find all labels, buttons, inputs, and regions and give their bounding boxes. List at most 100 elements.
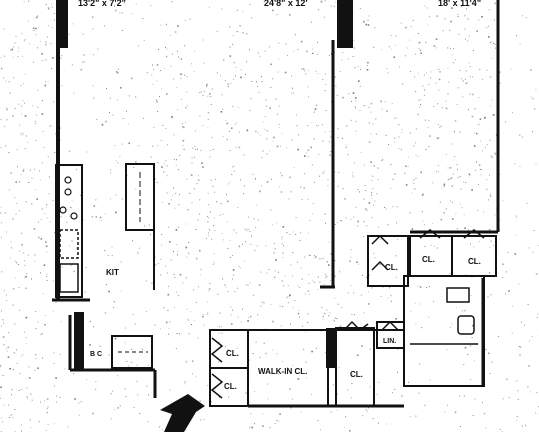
noise-speck: [125, 396, 127, 397]
noise-speck: [287, 55, 288, 57]
noise-speck: [520, 321, 522, 323]
noise-speck: [52, 200, 54, 202]
noise-speck: [116, 71, 118, 73]
noise-speck: [180, 59, 182, 61]
noise-speck: [350, 284, 352, 286]
noise-speck: [362, 236, 364, 238]
noise-speck: [41, 53, 43, 55]
noise-speck: [365, 23, 368, 26]
noise-speck: [1, 271, 3, 273]
noise-speck: [8, 404, 9, 406]
noise-speck: [441, 187, 443, 189]
noise-speck: [189, 18, 191, 20]
noise-speck: [115, 160, 117, 162]
noise-speck: [6, 294, 7, 296]
noise-speck: [468, 229, 469, 231]
noise-speck: [355, 121, 357, 122]
noise-speck: [372, 175, 374, 177]
noise-speck: [48, 176, 50, 178]
noise-speck: [80, 194, 82, 196]
noise-speck: [249, 401, 251, 403]
noise-speck: [526, 202, 528, 204]
noise-speck: [409, 416, 411, 418]
noise-speck: [367, 24, 370, 26]
noise-speck: [255, 227, 257, 228]
noise-speck: [157, 144, 159, 146]
noise-speck: [329, 154, 331, 156]
noise-speck: [195, 149, 196, 150]
noise-speck: [39, 179, 41, 181]
noise-speck: [227, 349, 229, 351]
noise-speck: [19, 124, 20, 126]
noise-speck: [218, 326, 220, 328]
noise-speck: [371, 192, 373, 194]
noise-speck: [80, 68, 83, 71]
noise-speck: [390, 164, 392, 165]
noise-speck: [428, 286, 430, 288]
noise-speck: [230, 314, 232, 316]
noise-speck: [478, 241, 480, 242]
noise-speck: [285, 43, 287, 45]
noise-speck: [269, 427, 271, 429]
noise-speck: [228, 183, 230, 185]
noise-speck: [110, 418, 112, 420]
noise-speck: [203, 324, 205, 326]
noise-speck: [447, 178, 450, 181]
noise-speck: [210, 96, 212, 97]
noise-speck: [246, 230, 248, 232]
door-swing-icon: [371, 260, 389, 271]
noise-speck: [264, 128, 266, 130]
noise-speck: [192, 147, 194, 149]
noise-speck: [175, 229, 178, 231]
noise-speck: [323, 284, 325, 286]
noise-speck: [208, 229, 210, 231]
noise-speck: [292, 252, 294, 254]
noise-speck: [412, 19, 414, 21]
noise-speck: [289, 14, 291, 16]
noise-speck: [212, 149, 214, 150]
noise-speck: [53, 19, 55, 21]
noise-speck: [229, 239, 231, 241]
noise-speck: [146, 72, 148, 74]
noise-speck: [374, 257, 376, 259]
noise-speck: [304, 173, 306, 175]
noise-speck: [47, 81, 49, 83]
noise-speck: [257, 52, 259, 54]
noise-speck: [471, 337, 473, 339]
noise-speck: [474, 108, 476, 110]
noise-speck: [246, 284, 248, 286]
noise-speck: [415, 53, 417, 55]
noise-speck: [16, 349, 18, 351]
noise-speck: [338, 366, 340, 368]
noise-speck: [276, 113, 278, 115]
noise-speck: [104, 312, 106, 314]
label-closet: CL.: [468, 257, 481, 266]
noise-speck: [12, 287, 15, 290]
noise-speck: [259, 56, 261, 57]
noise-speck: [10, 241, 12, 243]
noise-speck: [47, 156, 49, 158]
noise-speck: [270, 63, 272, 66]
noise-speck: [333, 6, 335, 7]
noise-speck: [0, 397, 1, 399]
noise-speck: [368, 291, 370, 293]
noise-speck: [349, 430, 351, 432]
noise-speck: [166, 56, 168, 58]
noise-speck: [117, 99, 119, 101]
noise-speck: [415, 142, 417, 144]
noise-speck: [53, 363, 55, 364]
noise-speck: [195, 229, 197, 230]
noise-speck: [489, 76, 492, 78]
noise-speck: [186, 308, 188, 310]
noise-speck: [182, 145, 184, 147]
noise-speck: [312, 213, 314, 215]
noise-speck: [237, 106, 239, 108]
noise-speck: [306, 50, 308, 53]
noise-speck: [38, 236, 40, 239]
noise-speck: [6, 119, 8, 121]
noise-speck: [184, 381, 186, 383]
noise-speck: [265, 352, 267, 355]
noise-speck: [395, 35, 397, 37]
noise-speck: [507, 251, 509, 253]
noise-speck: [328, 241, 330, 243]
